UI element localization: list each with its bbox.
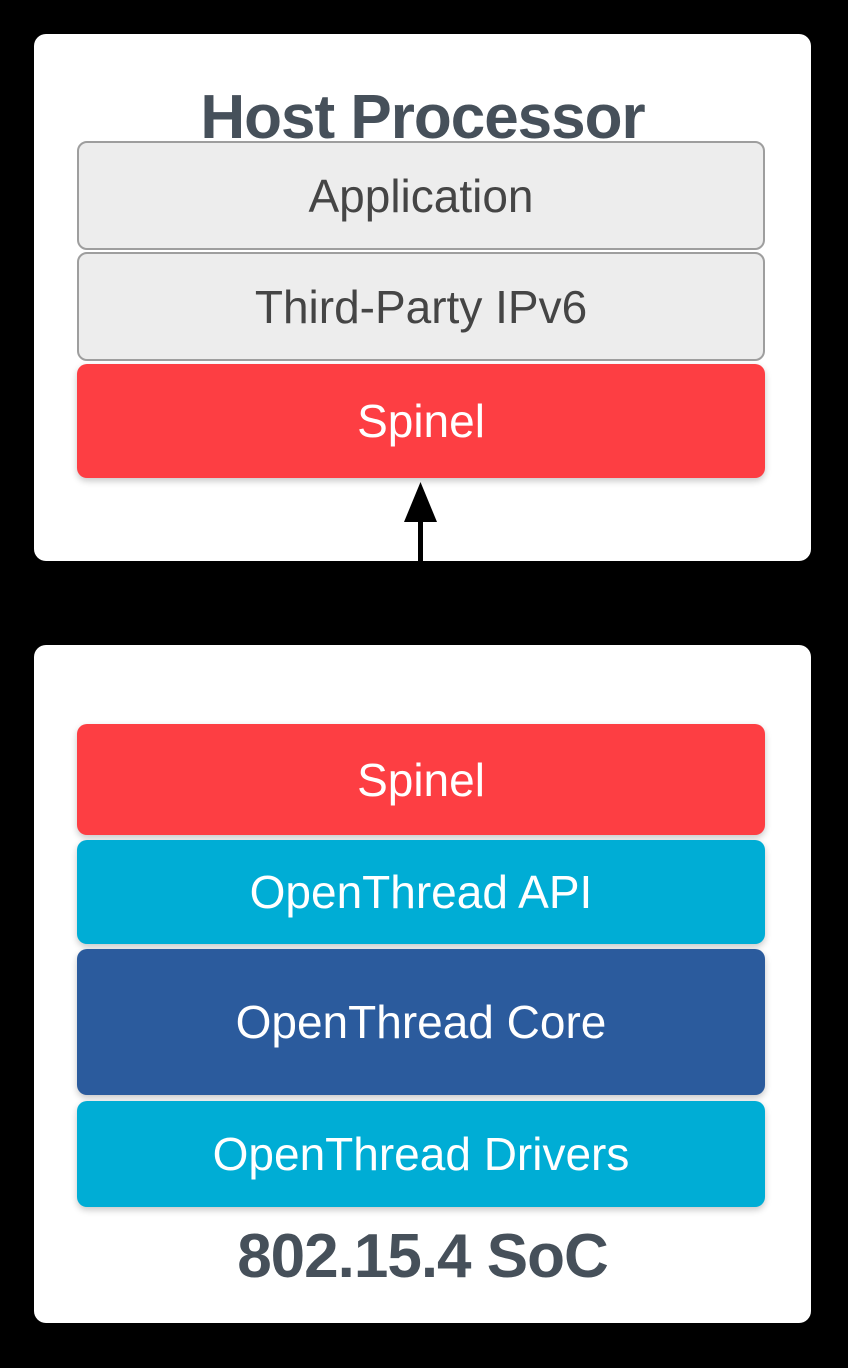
layer-third-party-ipv6: Third-Party IPv6 — [77, 252, 765, 361]
layer-openthread-core-label: OpenThread Core — [235, 996, 607, 1048]
soc-layer-stack: Spinel OpenThread API OpenThread Core Op… — [77, 724, 765, 1207]
layer-spinel-host: Spinel — [77, 364, 765, 478]
layer-openthread-api: OpenThread API — [77, 840, 765, 944]
layer-application-label: Application — [308, 169, 534, 222]
host-processor-card: Host Processor Application Third-Party I… — [34, 34, 811, 561]
layer-spinel-soc-label: Spinel — [357, 753, 485, 806]
host-processor-title: Host Processor — [200, 83, 645, 152]
layer-application: Application — [77, 141, 765, 250]
soc-title: 802.15.4 SoC — [237, 1222, 609, 1291]
soc-card: Spinel OpenThread API OpenThread Core Op… — [34, 645, 811, 1323]
host-layer-stack: Application Third-Party IPv6 Spinel — [77, 141, 765, 478]
layer-spinel-host-label: Spinel — [357, 395, 485, 447]
layer-openthread-drivers-label: OpenThread Drivers — [212, 1128, 630, 1180]
layer-spinel-soc: Spinel — [77, 724, 765, 835]
layer-openthread-api-label: OpenThread API — [249, 866, 593, 918]
layer-openthread-drivers: OpenThread Drivers — [77, 1101, 765, 1207]
layer-openthread-core: OpenThread Core — [77, 949, 765, 1095]
layer-third-party-ipv6-label: Third-Party IPv6 — [254, 280, 588, 333]
